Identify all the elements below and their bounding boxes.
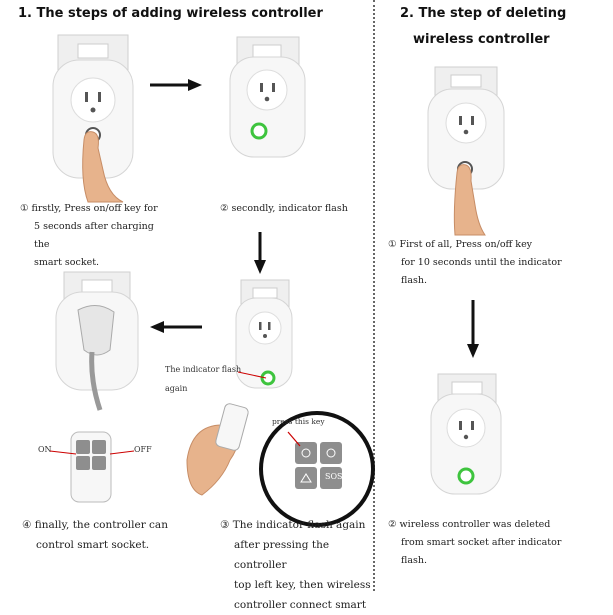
arrow-down — [254, 232, 266, 274]
remote-on-off-illustration — [70, 431, 112, 503]
add-step3-line4: controller connect smart — [234, 599, 367, 611]
socket-with-finger-illustration — [52, 34, 134, 203]
delete-step2-line2: from smart socket after indicator — [401, 537, 562, 548]
delete-step1-line1: ① First of all, Press on/off key — [388, 239, 533, 250]
delete-section-title: 2. The step of deleting — [400, 6, 567, 21]
add-step4-caption: ④ finally, the controller can control sm… — [22, 515, 192, 555]
hand-with-remote-illustration — [186, 403, 249, 496]
add-step4-line2: control smart socket. — [36, 539, 150, 551]
press-this-key-label: press this key — [272, 417, 325, 426]
arrow-right — [150, 79, 202, 91]
delete-step1-line3: flash. — [401, 275, 428, 286]
add-step4-line1: ④ finally, the controller can — [22, 519, 168, 531]
sos-label: SOS — [325, 472, 343, 481]
delete-step2-line1: ② wireless controller was deleted — [388, 519, 551, 530]
socket-with-plug-illustration — [55, 271, 139, 411]
add-step1-line1: ① firstly, Press on/off key for — [20, 203, 158, 214]
add-step1-caption: ① firstly, Press on/off key for 5 second… — [20, 200, 170, 272]
delete-socket-with-finger-illustration — [427, 66, 505, 236]
add-section-title: 1. The steps of adding wireless controll… — [18, 6, 323, 21]
add-step3-line3: top left key, then wireless — [234, 579, 371, 591]
add-step1-line2: 5 seconds after charging the — [34, 221, 154, 250]
add-step3-caption: ③ The indicator flash again after pressi… — [220, 515, 380, 615]
off-label: OFF — [134, 445, 152, 454]
add-step3-line1: ③ The indicator flash again — [220, 519, 366, 531]
delete-step1-caption: ① First of all, Press on/off key for 10 … — [388, 236, 608, 290]
delete-step2-line3: flash. — [401, 555, 428, 566]
section-divider — [373, 0, 375, 591]
add-step3-line2: after pressing the controller — [234, 539, 330, 571]
remote-zoom-circle — [259, 411, 375, 527]
add-step2-caption: ② secondly, indicator flash — [220, 203, 348, 214]
socket-indicator-illustration — [229, 36, 306, 158]
add-step1-line3: smart socket. — [34, 257, 100, 268]
delete-section-title-line2: wireless controller — [413, 32, 550, 47]
indicator-flash-label: The indicator flash — [165, 365, 242, 374]
delete-step2-caption: ② wireless controller was deleted from s… — [388, 516, 608, 570]
on-label: ON — [38, 445, 52, 454]
socket-indicator-again-illustration — [235, 279, 293, 389]
indicator-flash-label-again: again — [165, 384, 188, 393]
delete-step1-line2: for 10 seconds until the indicator — [401, 257, 562, 268]
pointer-line — [237, 371, 267, 379]
on-off-lines — [49, 450, 135, 455]
delete-socket-indicator-illustration — [430, 373, 502, 495]
arrow-left — [150, 321, 202, 333]
delete-arrow-down — [467, 300, 479, 358]
